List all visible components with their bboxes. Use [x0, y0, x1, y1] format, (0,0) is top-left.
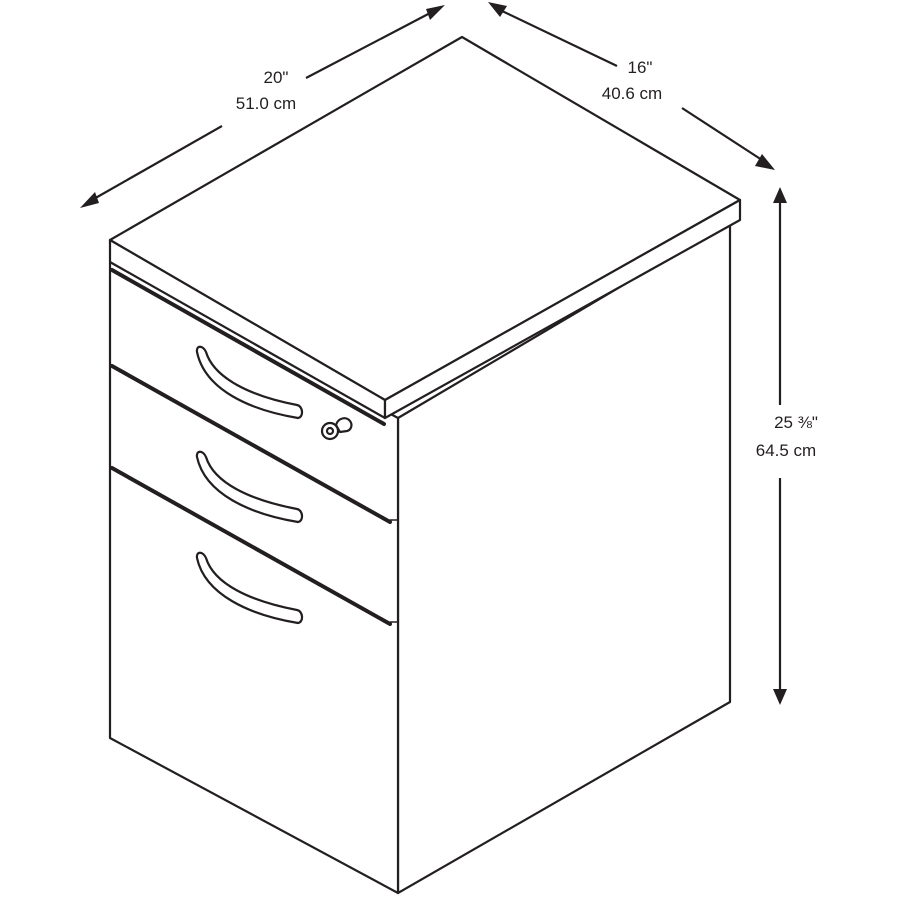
depth-imperial-label: 16" [628, 58, 653, 77]
drawer-1-handle [195, 345, 304, 420]
drawer-top-groove [110, 268, 386, 426]
height-imperial-label: 25 ⅜" [774, 413, 818, 432]
drawer-3-handle [195, 551, 304, 625]
cabinet-top-side-edge [383, 198, 742, 420]
width-metric-label: 51.0 cm [236, 94, 296, 113]
height-dimension: 25 ⅜" 64.5 cm [756, 187, 818, 705]
lock-icon [320, 417, 353, 441]
arrow-head-icon [488, 2, 507, 17]
drawer-divider-groove-1 [110, 364, 392, 524]
height-metric-label: 64.5 cm [756, 441, 816, 460]
arrow-head-icon [426, 5, 445, 20]
arrow-head-icon [773, 187, 787, 203]
depth-dimension: 16" 40.6 cm [488, 2, 775, 170]
arrow-head-icon [773, 689, 787, 705]
depth-metric-label: 40.6 cm [602, 84, 662, 103]
arrow-head-icon [80, 192, 99, 208]
drawer-divider-groove-2 [110, 466, 392, 626]
file-cabinet [108, 35, 742, 895]
width-dimension: 20" 51.0 cm [80, 5, 445, 208]
drawer-2-handle [195, 450, 304, 524]
width-imperial-label: 20" [264, 68, 289, 87]
arrow-head-icon [755, 154, 775, 170]
